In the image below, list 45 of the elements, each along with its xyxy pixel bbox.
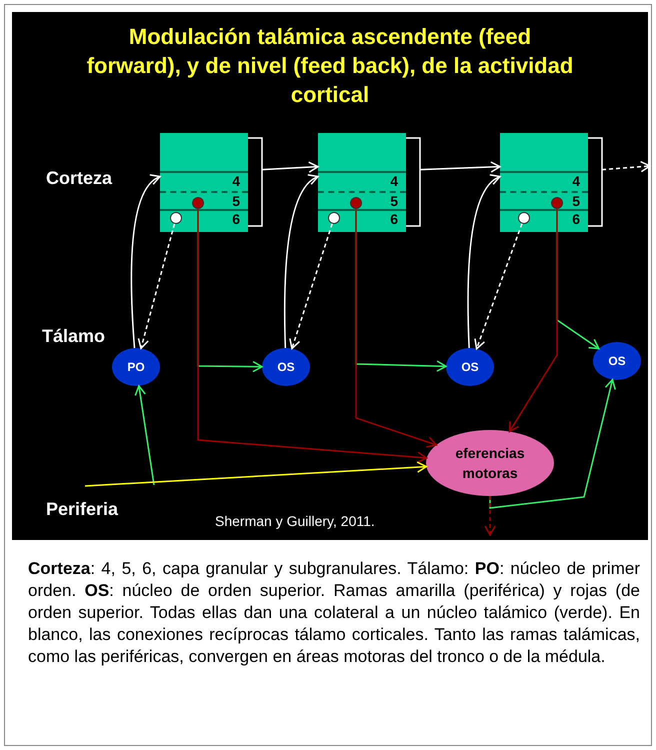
arrow xyxy=(197,209,428,464)
node-label: OS xyxy=(607,353,627,370)
cortical-column-box xyxy=(500,133,588,232)
arrow xyxy=(84,461,428,487)
arrow xyxy=(602,160,651,172)
arrow xyxy=(467,176,501,348)
layer-number: 5 xyxy=(232,193,240,210)
neuron-dot xyxy=(192,197,204,209)
arrow xyxy=(484,496,496,536)
neuron-dot xyxy=(328,212,340,224)
cortical-column-box xyxy=(318,133,406,232)
node-label: eferencias motoras xyxy=(454,444,526,483)
layer-number: 5 xyxy=(390,193,398,210)
caption: Corteza: 4, 5, 6, capa granular y subgranulares. Tálamo: PO: núcleo de primer orden. OS: núcleo de orden superior. Ramas amarilla (periférica) y rojas (de orden superior. Todas ellas dan una colateral a un núcleo talámico (verde). En blanco, las conexiones recíprocas tálamo corticales. Tanto las ramas talámicas, como las periféricas, convergen en áreas motoras del tronco o de la médula. xyxy=(28,558,640,668)
title: Modulación talámica ascendente (feed forward), y de nivel (feed back), de la actividad cortical xyxy=(86,23,574,109)
layer-number: 4 xyxy=(232,173,240,190)
arrow xyxy=(289,223,333,350)
layer-number: 6 xyxy=(232,211,240,228)
arrow xyxy=(134,385,155,486)
cortical-column-box xyxy=(160,133,248,232)
arrow xyxy=(284,176,319,348)
arrow xyxy=(420,161,501,173)
neuron-dot xyxy=(551,197,563,209)
node-label: OS xyxy=(460,359,480,376)
node-label: OS xyxy=(276,359,296,376)
arrow xyxy=(355,209,438,448)
neuron-dot xyxy=(350,197,362,209)
arrow xyxy=(508,209,558,432)
layer-number: 4 xyxy=(572,173,580,190)
layer-number: 5 xyxy=(572,193,580,210)
neuron-dot xyxy=(170,212,182,224)
arrow xyxy=(262,161,319,173)
layer-number: 6 xyxy=(390,211,398,228)
arrow xyxy=(489,378,616,509)
region-label: Periferia xyxy=(46,499,118,520)
layer-number: 6 xyxy=(572,211,580,228)
citation: Sherman y Guillery, 2011. xyxy=(215,513,375,529)
arrow xyxy=(138,224,176,350)
region-label: Tálamo xyxy=(42,326,106,347)
node-label: PO xyxy=(126,359,146,376)
arrow xyxy=(130,176,161,348)
layer-number: 4 xyxy=(390,173,398,190)
neuron-dot xyxy=(518,212,530,224)
arrow xyxy=(474,223,523,350)
region-label: Corteza xyxy=(46,168,112,189)
